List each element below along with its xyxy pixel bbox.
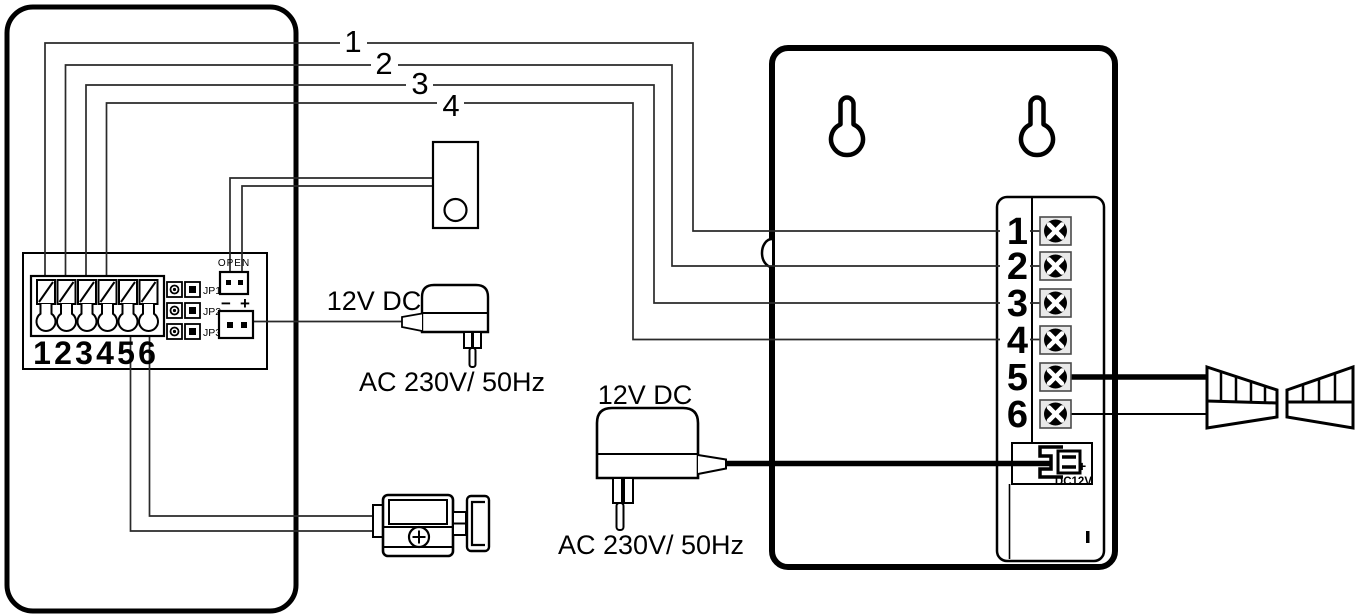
- wire-label-2: 2: [375, 46, 392, 81]
- wire-open-a: [229, 177, 433, 272]
- wire-lock-a: [129, 330, 373, 532]
- button-circle: [443, 197, 468, 223]
- svg-text:5: 5: [1007, 357, 1028, 399]
- wire-3: [85, 84, 1041, 304]
- svg-text:3: 3: [75, 335, 93, 371]
- svg-text:6: 6: [1007, 394, 1028, 436]
- svg-text:2: 2: [54, 335, 72, 371]
- strike-plate: [465, 494, 491, 553]
- jumper-label-2: JP2: [203, 306, 221, 318]
- svg-text:1: 1: [1007, 211, 1028, 253]
- polarity-plus: +: [240, 294, 250, 313]
- power-adapter-door: 12V DC AC 230V/ 50Hz: [327, 283, 545, 397]
- mounting-keyhole-right: [1018, 95, 1056, 158]
- wire-2: [64, 64, 1041, 283]
- adapter-door-dc-label: 12V DC: [327, 286, 422, 316]
- wire-open-b: [241, 185, 433, 272]
- svg-text:3: 3: [1007, 283, 1028, 325]
- wire-lock-b: [148, 330, 373, 517]
- dc-jack-plus: +: [1078, 458, 1086, 474]
- wire-label-1: 1: [344, 24, 361, 59]
- horn-speakers: [1205, 364, 1355, 430]
- svg-text:4: 4: [96, 335, 114, 371]
- svg-text:2: 2: [1007, 246, 1028, 288]
- doorbell-button: [431, 140, 480, 230]
- plug-tip: [401, 312, 423, 332]
- adapter-door-ac-label: AC 230V/ 50Hz: [359, 367, 545, 397]
- door-terminal-block: 1 2 3 4 5 6: [29, 274, 166, 371]
- dc-jack-label: DC12V: [1055, 476, 1092, 488]
- polarity-minus: −: [221, 294, 231, 313]
- screw-heads: [1044, 219, 1067, 426]
- wire-4: [105, 102, 1041, 341]
- jumper-block: JP1 JP2 JP3: [166, 281, 221, 340]
- svg-text:4: 4: [1007, 320, 1028, 362]
- mounting-keyhole-left: [828, 95, 866, 158]
- power-adapter-monitor: 12V DC AC 230V/ 50Hz: [558, 380, 744, 560]
- electric-lock: [372, 493, 491, 558]
- jumper-label-1: JP1: [203, 285, 221, 297]
- wire-label-4: 4: [442, 88, 459, 123]
- wire-labels: 1 2 3 4: [340, 24, 464, 123]
- monitor-terminal-numbers: 1 2 3 4 5 6: [1007, 211, 1028, 436]
- adapter-monitor-dc-label: 12V DC: [598, 380, 693, 410]
- plug-tip: [697, 454, 727, 475]
- door-station-outline: [4, 4, 299, 614]
- wires: [44, 42, 1207, 532]
- open-label: OPEN: [218, 258, 250, 269]
- door-pcb: [22, 252, 268, 370]
- door-terminal-numbers: 1 2 3 4 5 6: [33, 335, 156, 371]
- svg-text:5: 5: [117, 335, 135, 371]
- tick-mark: [1086, 531, 1090, 543]
- cable-notch: [760, 237, 773, 269]
- wire-label-3: 3: [411, 66, 428, 101]
- horn-right: [1285, 364, 1355, 430]
- adapter-monitor-ac-label: AC 230V/ 50Hz: [558, 530, 744, 560]
- dc-jack: + DC12V: [1038, 445, 1092, 488]
- jumper-label-3: JP3: [203, 327, 221, 339]
- wire-1: [44, 42, 1041, 283]
- door-power-connector: − +: [217, 294, 255, 340]
- open-connector: OPEN: [218, 258, 250, 296]
- svg-text:6: 6: [138, 335, 156, 371]
- horn-left: [1205, 364, 1279, 430]
- monitor-terminal-block: 1 2 3 4 5 6: [1000, 211, 1072, 436]
- svg-text:1: 1: [33, 335, 51, 371]
